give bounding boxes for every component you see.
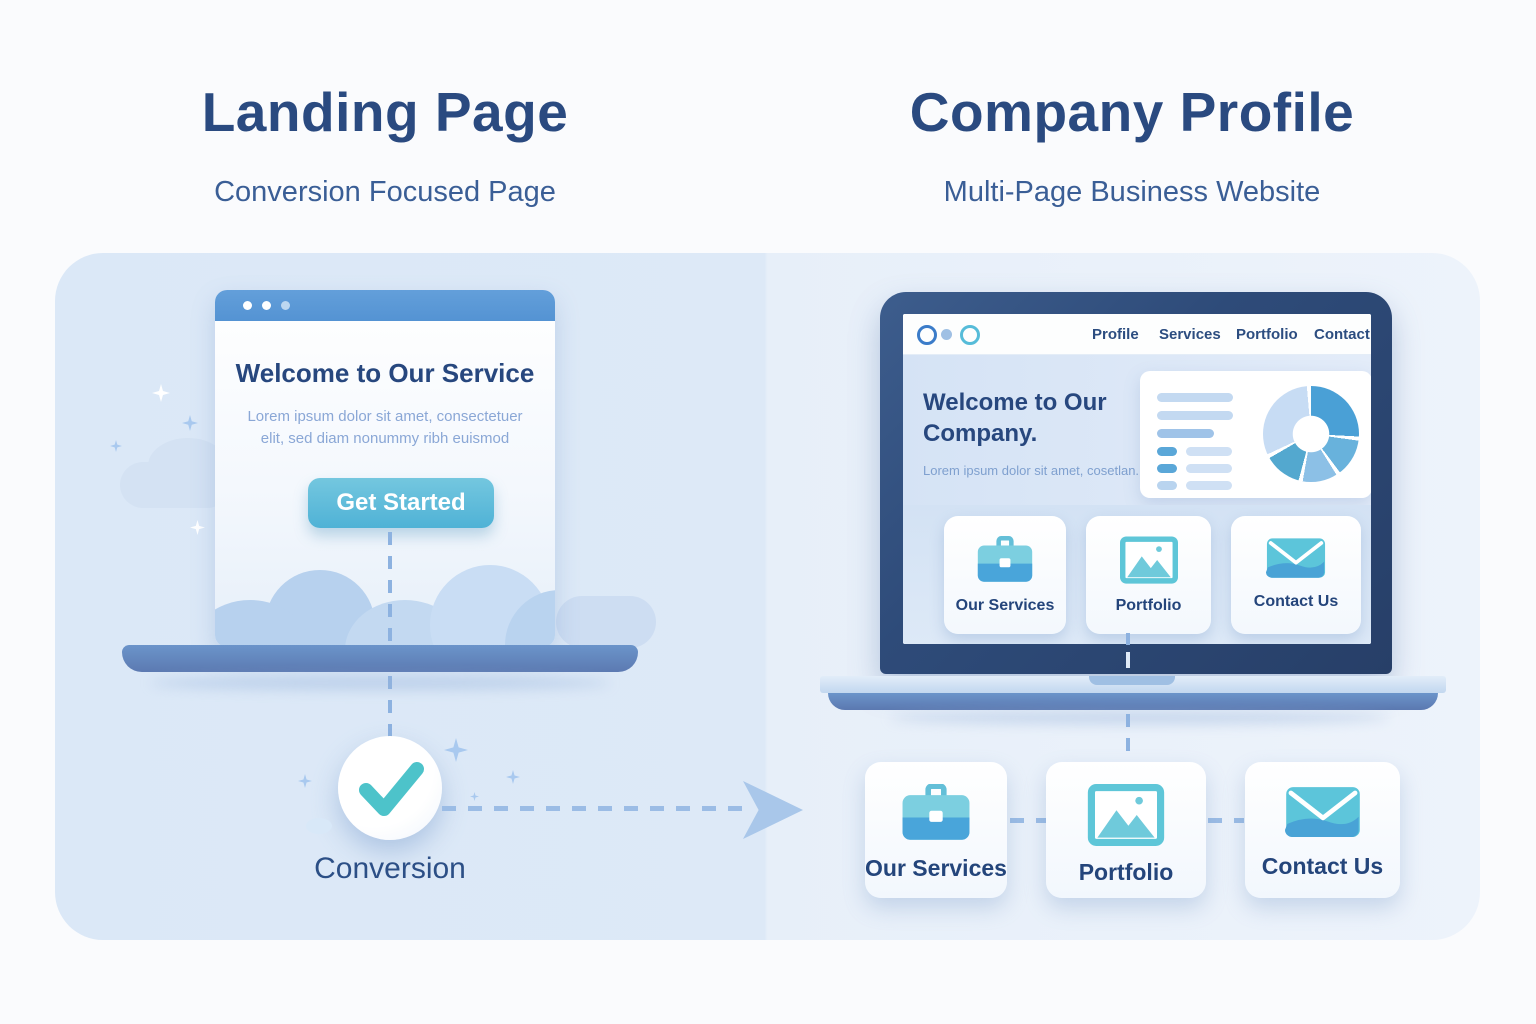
skeleton-line [1186, 464, 1232, 473]
sitemap-line [1126, 652, 1130, 668]
envelope-icon [1266, 538, 1326, 578]
skeleton-line [1186, 447, 1232, 456]
left-column-title: Landing Page [201, 81, 569, 143]
page-card-label: Portfolio [1078, 859, 1174, 885]
sitemap-line [1126, 714, 1130, 762]
nav-link-portfolio[interactable]: Portfolio [1236, 326, 1298, 343]
cloud [306, 818, 332, 834]
screen-card-label: Our Services [955, 597, 1055, 614]
get-started-button[interactable]: Get Started [308, 478, 494, 528]
hero-heading-line2: Company. [923, 420, 1038, 447]
skeleton-line [1157, 411, 1233, 420]
sitemap-line [1208, 818, 1244, 823]
landing-body-line2: elit, sed diam nonummy ribh euismod [260, 430, 510, 447]
window-dot-icon[interactable] [243, 301, 252, 310]
hero-heading-line1: Welcome to Our [923, 389, 1107, 416]
landing-heading: Welcome to Our Service [235, 358, 535, 388]
landing-page-window: Welcome to Our Service Lorem ipsum dolor… [215, 290, 555, 647]
logo-circle-icon [960, 325, 980, 345]
right-column-title: Company Profile [909, 81, 1355, 143]
nav-link-services[interactable]: Services [1159, 326, 1221, 343]
page-card-our-services[interactable]: Our Services [865, 762, 1007, 898]
skeleton-line [1157, 447, 1177, 456]
skeleton-line [1157, 429, 1214, 438]
envelope-icon [1284, 787, 1360, 837]
conversion-flow-line [388, 676, 392, 738]
window-dot-icon[interactable] [281, 301, 290, 310]
page-card-label: Contact Us [1261, 853, 1384, 879]
logo-circle-icon [917, 325, 937, 345]
screen-card-label: Contact Us [1253, 593, 1339, 610]
page-card-contact-us[interactable]: Contact Us [1245, 762, 1400, 898]
shadow [890, 712, 1390, 724]
sparkle-icon [470, 792, 479, 801]
page-card-label: Our Services [865, 855, 1007, 881]
image-icon [1087, 784, 1165, 846]
shadow [150, 676, 610, 690]
screen-card-label: Portfolio [1115, 597, 1182, 614]
hero-stats-card [1140, 371, 1371, 498]
site-navbar: Profile Services Portfolio Contact [903, 314, 1371, 355]
left-device-base [122, 645, 638, 672]
sitemap-line [1126, 633, 1130, 645]
landing-body-line1: Lorem ipsum dolor sit amet, consectetuer [247, 408, 523, 425]
window-dot-icon[interactable] [262, 301, 271, 310]
sitemap-line [1010, 818, 1046, 823]
checkmark-icon [359, 762, 424, 816]
page-card-portfolio[interactable]: Portfolio [1046, 762, 1206, 898]
briefcase-icon [902, 783, 970, 840]
image-icon [1119, 536, 1178, 584]
left-column-subtitle: Conversion Focused Page [214, 176, 556, 208]
right-column-subtitle: Multi-Page Business Website [943, 176, 1321, 208]
donut-chart [1263, 386, 1359, 482]
screen-card-our-services[interactable]: Our Services [944, 516, 1066, 634]
skeleton-line [1186, 481, 1232, 490]
browser-title-bar [215, 290, 555, 321]
arrow-flow-line [442, 806, 742, 811]
cloud [120, 462, 230, 508]
cloud [556, 596, 656, 648]
skeleton-line [1157, 481, 1177, 490]
conversion-badge [338, 736, 442, 840]
screen-card-contact-us[interactable]: Contact Us [1231, 516, 1361, 634]
laptop-base-notch [1089, 676, 1175, 685]
nav-link-contact[interactable]: Contact [1314, 326, 1370, 343]
skeleton-line [1157, 464, 1177, 473]
conversion-flow-line [388, 532, 392, 644]
laptop-base [828, 693, 1438, 710]
skeleton-line [1157, 393, 1233, 402]
screen-card-portfolio[interactable]: Portfolio [1086, 516, 1211, 634]
briefcase-icon [977, 535, 1033, 582]
hero-body-text: Lorem ipsum dolor sit amet, cosetlan. [923, 463, 1140, 478]
nav-link-profile[interactable]: Profile [1092, 326, 1139, 343]
hero-section: Welcome to Our Company. Lorem ipsum dolo… [903, 355, 1371, 505]
screen-cards-strip: Our Services Portfolio Contact Us [903, 505, 1371, 644]
company-site-screen: Profile Services Portfolio Contact Welco… [903, 314, 1371, 644]
conversion-label: Conversion [314, 852, 466, 885]
logo-dot-icon [941, 329, 952, 340]
